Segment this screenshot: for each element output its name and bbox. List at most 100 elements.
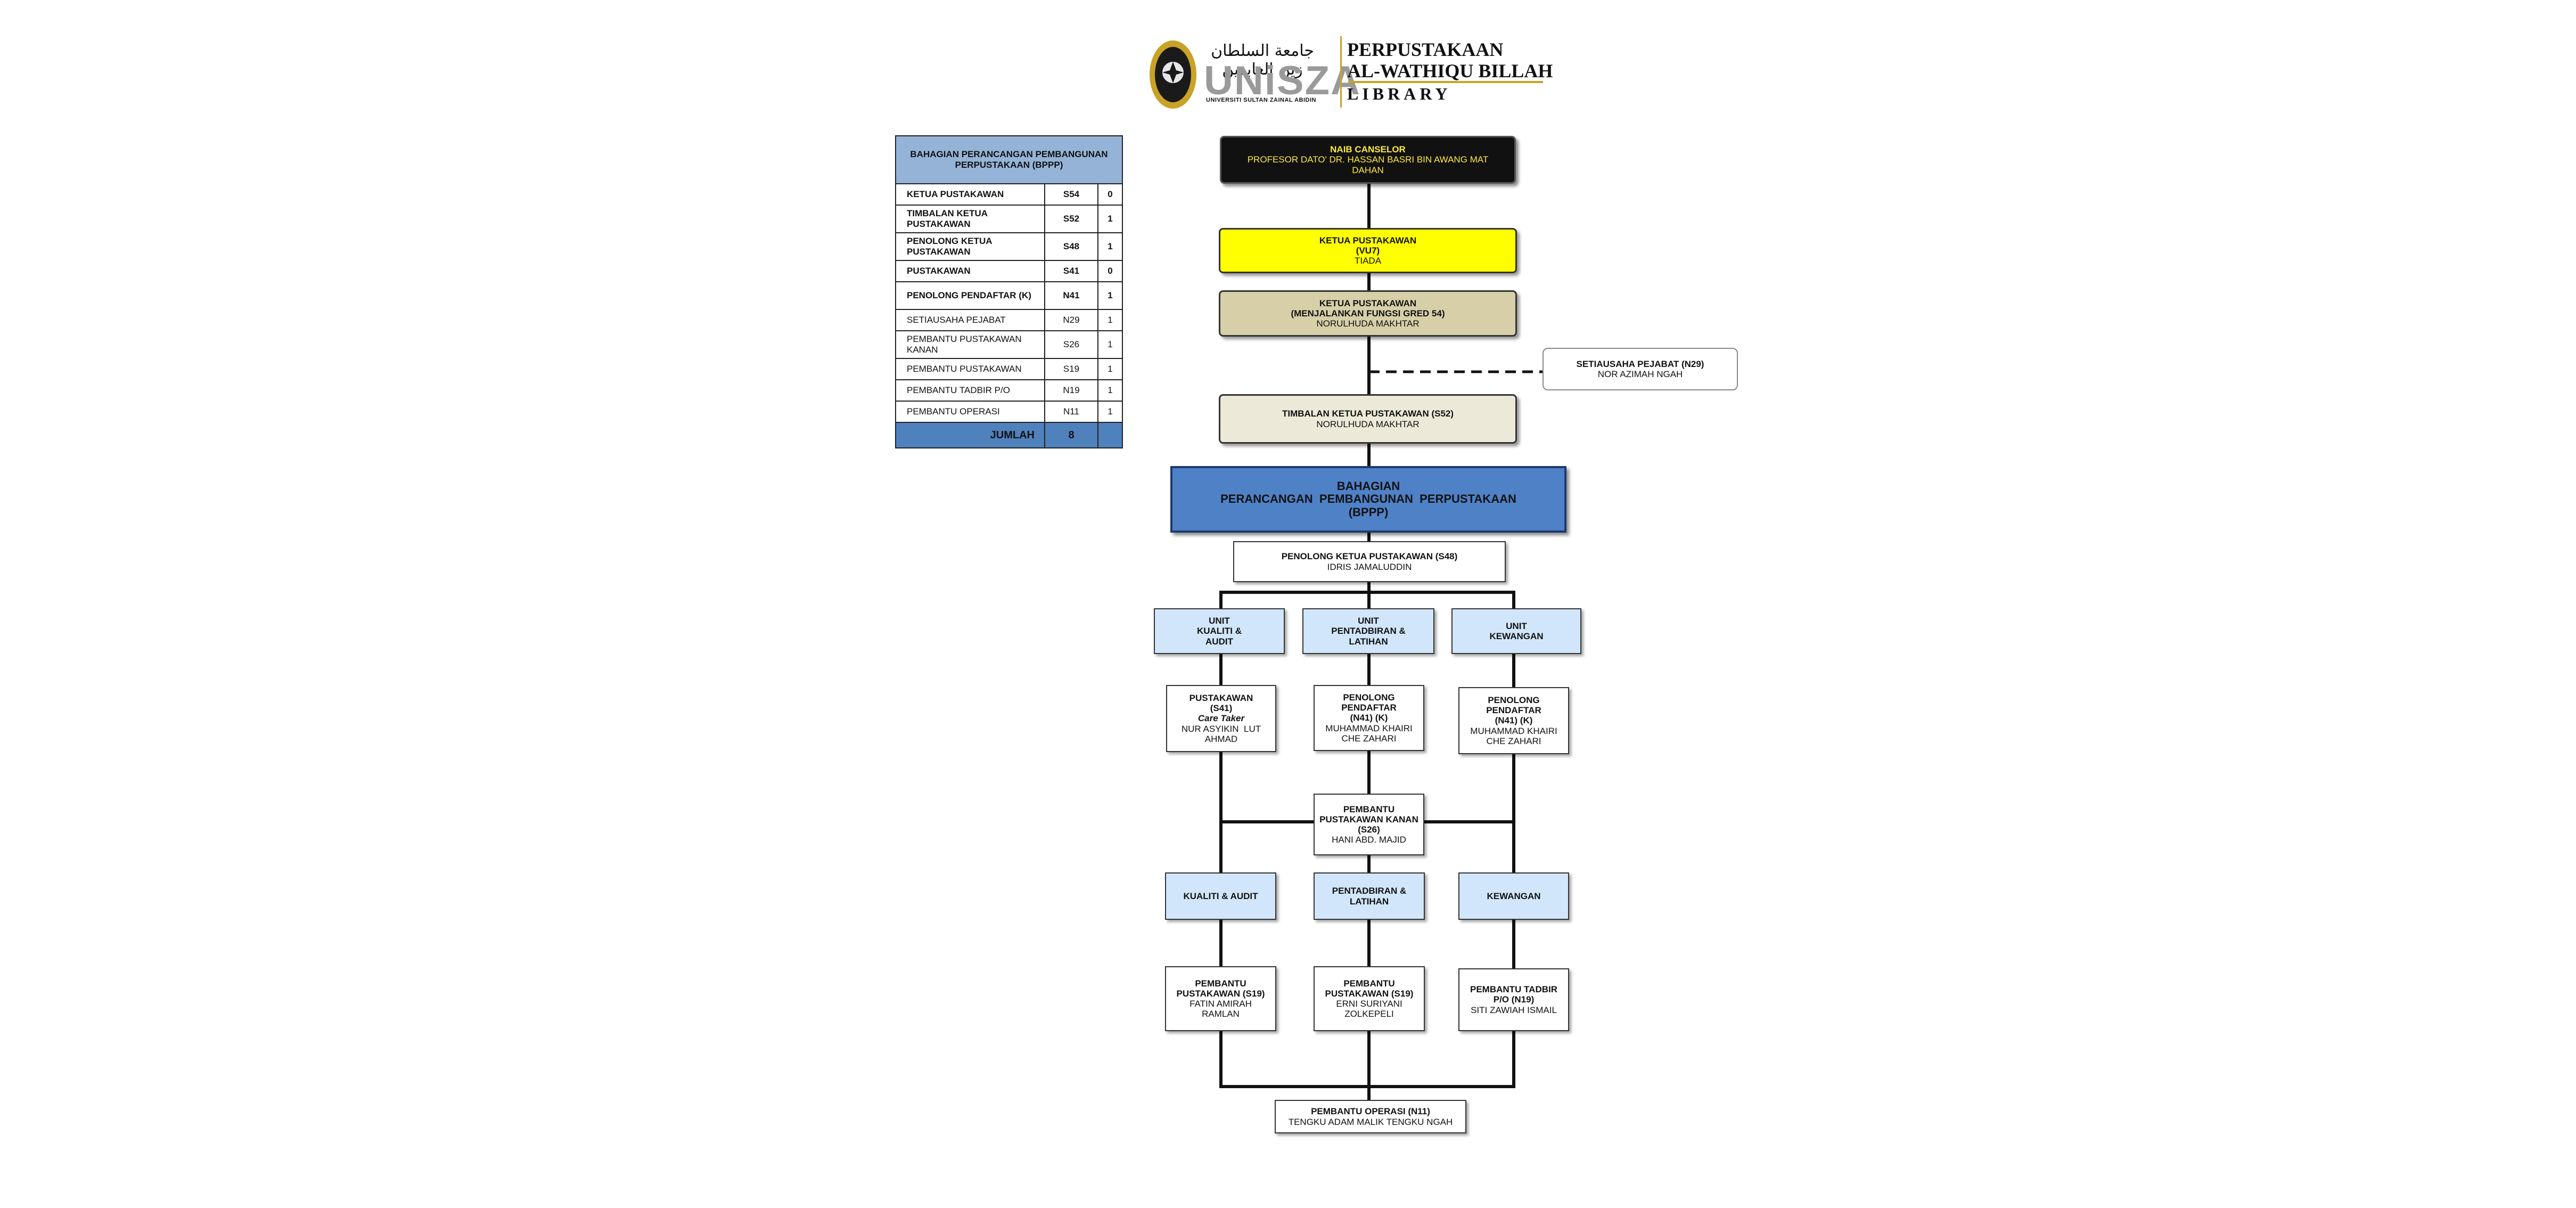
bahagian-line2: PERANCANGAN PEMBANGUNAN PERPUSTAKAAN (1220, 492, 1516, 506)
penolong-pendaftar-box-a: PENOLONG PENDAFTAR (N41) (K) MUHAMMAD KH… (1314, 685, 1424, 751)
row-title: PEMBANTU PUSTAKAWAN (895, 358, 1045, 380)
staff-summary-table: BAHAGIAN PERANCANGAN PEMBANGUNAN PERPUST… (895, 135, 1123, 448)
row-count: 1 (1097, 358, 1123, 380)
timbalan-title: TIMBALAN KETUA PUSTAKAWAN (S52) (1282, 409, 1454, 419)
timbalan-name: NORULHUDA MAKHTAR (1316, 419, 1420, 429)
library-title-line3: LIBRARY (1347, 84, 1451, 103)
table-header: BAHAGIAN PERANCANGAN PEMBANGUNAN PERPUST… (895, 135, 1123, 184)
ketua-grade: (VU7) (1356, 245, 1380, 256)
pendaftar-a-l4: MUHAMMAD KHAIRI (1325, 723, 1413, 733)
pendaftar-b-l3: (N41) (K) (1495, 715, 1533, 726)
library-title-line1: PERPUSTAKAAN (1347, 39, 1504, 60)
row-count: 1 (1097, 281, 1123, 310)
penolong-pendaftar-box-b: PENOLONG PENDAFTAR (N41) (K) MUHAMMAD KH… (1458, 687, 1569, 754)
pendaftar-a-l1: PENOLONG (1343, 692, 1395, 703)
section-label-l2: LATIHAN (1349, 896, 1389, 907)
row-grade: N41 (1044, 281, 1098, 310)
ketua-fungsi-box: KETUA PUSTAKAWAN (MENJALANKAN FUNGSI GRE… (1219, 290, 1517, 337)
table-row: KETUA PUSTAKAWAN S54 0 (895, 183, 1123, 206)
unit-label-l2: KUALITI & (1196, 626, 1242, 636)
row-grade: N19 (1044, 379, 1098, 402)
title-underline (1348, 81, 1543, 83)
row-grade: N11 (1044, 401, 1098, 423)
unit-label-l1: UNIT (1506, 621, 1527, 631)
tadbir-l3: SITI ZAWIAH ISMAIL (1471, 1005, 1557, 1015)
line-units-bus (1219, 591, 1515, 608)
pembantu-kanan-box: PEMBANTU PUSTAKAWAN KANAN (S26) HANI ABD… (1314, 794, 1424, 855)
pembantu-b-l4: ZOLKEPELI (1344, 1009, 1394, 1019)
row-grade: S48 (1044, 232, 1098, 261)
section-kualiti-audit: KUALITI & AUDIT (1165, 872, 1276, 920)
tadbir-l2: P/O (N19) (1493, 994, 1535, 1005)
ketua-pustakawan-box: KETUA PUSTAKAWAN (VU7) TIADA (1219, 228, 1517, 273)
naib-canselor-box: NAIB CANSELOR PROFESOR DATO' DR. HASSAN … (1220, 136, 1516, 184)
row-count: 1 (1097, 401, 1123, 423)
fungsi-subtitle: (MENJALANKAN FUNGSI GRED 54) (1291, 308, 1445, 319)
row-grade: S52 (1044, 205, 1098, 233)
pendaftar-b-l1: PENOLONG (1488, 695, 1540, 706)
row-count: 1 (1097, 309, 1123, 331)
logo-arabic-text: جامعة السلطان زين العابدين (1211, 42, 1314, 79)
section-pentadbiran-latihan: PENTADBIRAN & LATIHAN (1314, 872, 1425, 920)
row-title: PUSTAKAWAN (895, 260, 1045, 282)
setiausaha-title: SETIAUSAHA PEJABAT (N29) (1576, 358, 1704, 369)
table-row: PEMBANTU TADBIR P/O N19 1 (895, 379, 1123, 402)
pustakawan-l1: PUSTAKAWAN (1189, 693, 1253, 704)
row-title: TIMBALAN KETUA PUSTAKAWAN (895, 205, 1045, 233)
pustakawan-l2: (S41) (1210, 703, 1233, 714)
total-value: 8 (1044, 422, 1098, 448)
bahagian-line3: (BPPP) (1348, 505, 1389, 519)
pembantu-operasi-box: PEMBANTU OPERASI (N11) TENGKU ADAM MALIK… (1275, 1100, 1466, 1133)
table-row: TIMBALAN KETUA PUSTAKAWAN S52 1 (895, 205, 1123, 233)
total-blank (1097, 422, 1123, 448)
setiausaha-box: SETIAUSAHA PEJABAT (N29) NOR AZIMAH NGAH (1543, 348, 1738, 390)
kanan-l1: PEMBANTU (1343, 804, 1395, 814)
table-row: PENOLONG KETUA PUSTAKAWAN S48 1 (895, 232, 1123, 261)
row-title: PEMBANTU TADBIR P/O (895, 379, 1045, 402)
table-row: PUSTAKAWAN S41 0 (895, 260, 1123, 282)
penolong-ketua-name: IDRIS JAMALUDDIN (1327, 561, 1412, 572)
operasi-title: PEMBANTU OPERASI (N11) (1311, 1106, 1430, 1117)
row-count: 1 (1097, 205, 1123, 233)
row-title: PEMBANTU PUSTAKAWAN KANAN (895, 330, 1045, 359)
unit-label-l1: UNIT (1209, 616, 1230, 626)
naib-name: PROFESOR DATO' DR. HASSAN BASRI BIN AWAN… (1247, 154, 1489, 175)
unit-label-l3: AUDIT (1205, 636, 1233, 647)
library-header: جامعة السلطان زين العابدين UNiSZA UNIVER… (1147, 33, 1552, 113)
pembantu-a-l3: FATIN AMIRAH (1189, 999, 1252, 1009)
bahagian-box: BAHAGIAN PERANCANGAN PEMBANGUNAN PERPUST… (1170, 466, 1566, 533)
unit-label-l2: PENTADBIRAN & (1331, 626, 1406, 636)
fungsi-name: NORULHUDA MAKHTAR (1316, 319, 1420, 329)
pendaftar-a-l2: PENDAFTAR (1341, 703, 1397, 713)
pustakawan-box: PUSTAKAWAN (S41) Care Taker NUR ASYIKIN … (1166, 685, 1276, 752)
row-count: 1 (1097, 232, 1123, 261)
unit-label-l1: UNIT (1358, 616, 1379, 626)
row-title: PEMBANTU OPERASI (895, 401, 1045, 423)
setiausaha-name: NOR AZIMAH NGAH (1597, 369, 1683, 379)
pustakawan-l3: Care Taker (1197, 713, 1245, 724)
table-row: PEMBANTU PUSTAKAWAN S19 1 (895, 358, 1123, 380)
pembantu-b-l2: PUSTAKAWAN (S19) (1325, 988, 1414, 999)
pembantu-pustakawan-box-b: PEMBANTU PUSTAKAWAN (S19) ERNI SURIYANI … (1314, 966, 1425, 1031)
section-kewangan: KEWANGAN (1458, 872, 1569, 920)
operasi-name: TENGKU ADAM MALIK TENGKU NGAH (1288, 1116, 1453, 1127)
table-row: PEMBANTU PUSTAKAWAN KANAN S26 1 (895, 330, 1123, 359)
pendaftar-b-l4: MUHAMMAD KHAIRI (1470, 725, 1557, 736)
unit-label-l2: KEWANGAN (1489, 631, 1544, 641)
penolong-ketua-box: PENOLONG KETUA PUSTAKAWAN (S48) IDRIS JA… (1233, 541, 1506, 582)
tadbir-l1: PEMBANTU TADBIR (1470, 984, 1557, 995)
pendaftar-a-l5: CHE ZAHARI (1341, 733, 1397, 744)
penolong-ketua-title: PENOLONG KETUA PUSTAKAWAN (S48) (1281, 551, 1458, 562)
unit-label-l3: LATIHAN (1349, 636, 1388, 647)
pembantu-b-l3: ERNI SURIYANI (1336, 999, 1402, 1009)
header-divider (1340, 36, 1342, 108)
row-title: PENOLONG KETUA PUSTAKAWAN (895, 232, 1045, 261)
ketua-title: KETUA PUSTAKAWAN (1319, 235, 1417, 246)
kanan-l2: PUSTAKAWAN KANAN (1319, 814, 1418, 825)
unit-kualiti-audit: UNIT KUALITI & AUDIT (1154, 608, 1285, 654)
pendaftar-b-l5: CHE ZAHARI (1486, 736, 1541, 746)
university-name: UNIVERSITI SULTAN ZAINAL ABIDIN (1206, 97, 1316, 103)
section-label-l1: KEWANGAN (1487, 891, 1541, 901)
pembantu-a-l4: RAMLAN (1202, 1009, 1240, 1019)
